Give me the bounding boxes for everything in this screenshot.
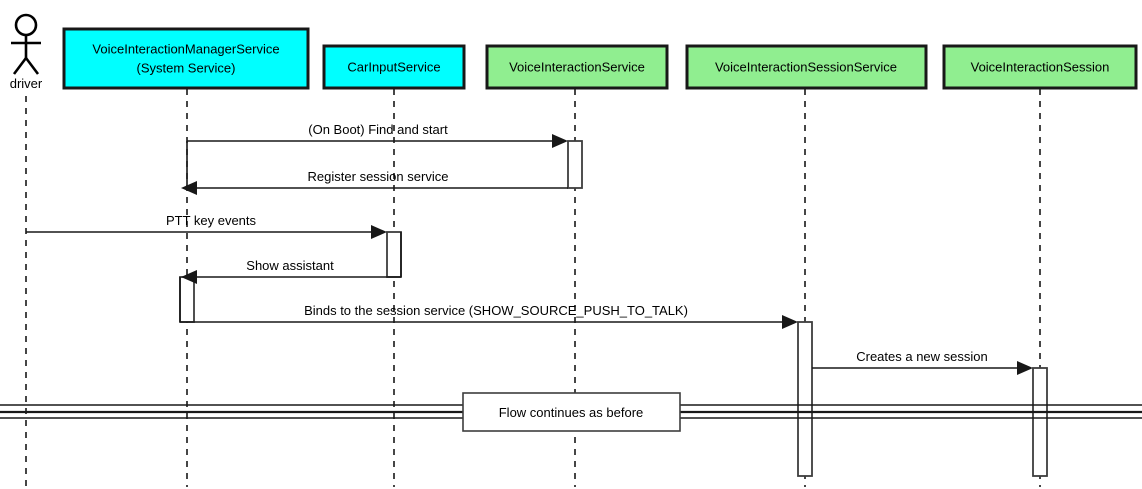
message-6-arrowhead-icon: [1017, 361, 1033, 375]
message-6-label: Creates a new session: [856, 349, 988, 364]
participant-vis-label-line1: VoiceInteractionService: [509, 59, 645, 74]
delay-divider: Flow continues as before: [0, 392, 1142, 432]
message-5-arrowhead-icon: [782, 315, 798, 329]
activation-viss: [797, 321, 813, 477]
participant-vims-rect[interactable]: [62, 27, 310, 90]
actor-head-icon: [14, 13, 38, 37]
actor-leg-right-icon: [24, 57, 40, 75]
message-2: Register session service: [181, 141, 568, 195]
actor-driver-label: driver: [10, 76, 43, 91]
message-1-label: (On Boot) Find and start: [308, 122, 448, 137]
delay-divider-box: [462, 392, 681, 432]
participant-box-cis[interactable]: CarInputService: [322, 44, 466, 90]
participant-vsession-rect[interactable]: [942, 44, 1138, 90]
actor-leg-left-icon: [12, 57, 28, 75]
message-6: Creates a new session: [812, 349, 1033, 375]
message-4: Show assistant: [181, 232, 402, 284]
message-5: Binds to the session service (SHOW_SOURC…: [179, 277, 798, 329]
participant-viss-label-line1: VoiceInteractionSessionService: [715, 59, 897, 74]
participant-box-vis[interactable]: VoiceInteractionService: [485, 44, 669, 90]
message-1-arrowhead-icon: [552, 134, 568, 148]
message-2-arrowhead-icon: [181, 181, 197, 195]
delay-divider-label: Flow continues as before: [499, 405, 644, 420]
message-2-label: Register session service: [308, 169, 449, 184]
message-3-arrowhead-icon: [371, 225, 387, 239]
activation-vsession: [1032, 367, 1048, 477]
participant-box-viss[interactable]: VoiceInteractionSessionService: [685, 44, 928, 90]
activation-vis: [567, 140, 583, 189]
message-4-label: Show assistant: [246, 258, 334, 273]
message-1: (On Boot) Find and start: [187, 122, 568, 148]
message-5-label: Binds to the session service (SHOW_SOURC…: [304, 303, 688, 318]
message-3-label: PTT key events: [166, 213, 257, 228]
participant-cis-label-line1: CarInputService: [347, 59, 440, 74]
participant-viss-rect[interactable]: [685, 44, 928, 90]
participant-vsession-label-line1: VoiceInteractionSession: [971, 59, 1110, 74]
participant-cis-rect[interactable]: [322, 44, 466, 90]
participant-vims-label-line2: (System Service): [137, 60, 236, 75]
participant-vis-rect[interactable]: [485, 44, 669, 90]
participant-vims-label-line1: VoiceInteractionManagerService: [92, 41, 279, 56]
actor-driver: driver: [10, 13, 43, 91]
activation-vims: [179, 276, 195, 323]
lifelines: [25, 89, 1041, 487]
message-4-arrowhead-icon: [181, 270, 197, 284]
activation-bars: [179, 140, 1048, 477]
message-3: PTT key events: [26, 213, 387, 239]
activation-cis: [386, 231, 402, 278]
participant-box-vims[interactable]: VoiceInteractionManagerService (System S…: [62, 27, 310, 90]
participant-box-vsession[interactable]: VoiceInteractionSession: [942, 44, 1138, 90]
